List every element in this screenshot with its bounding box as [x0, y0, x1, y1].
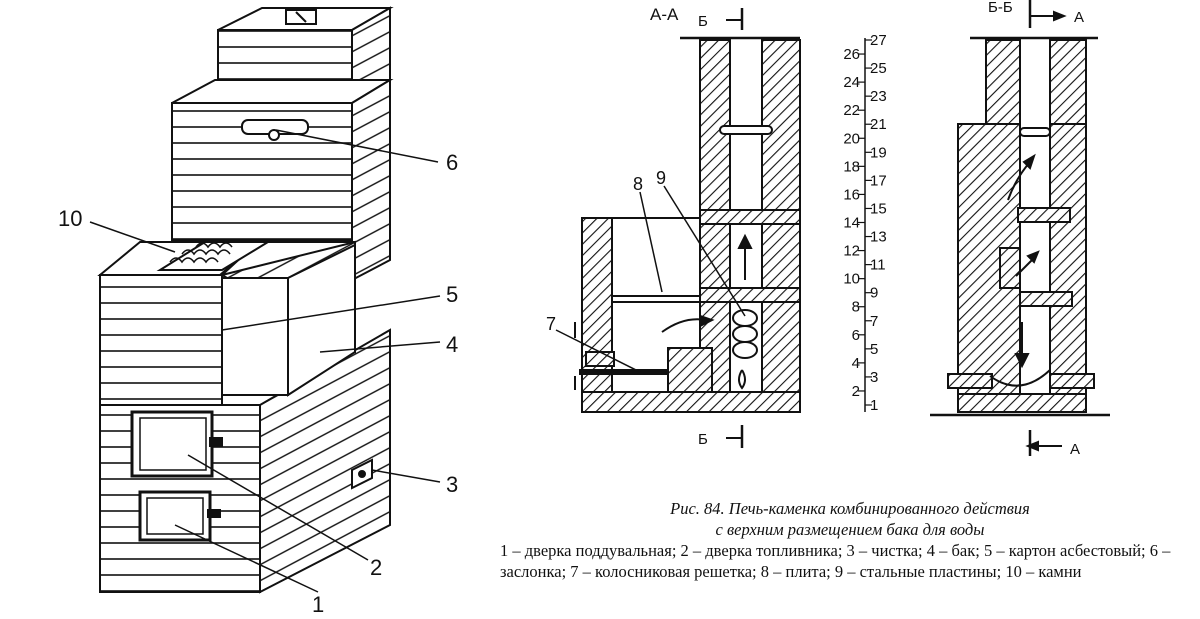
mark-a-top: А — [1074, 9, 1084, 26]
label-2: 2 — [370, 555, 382, 580]
caption-title-line1: Рис. 84. Печь-каменка комбинированного д… — [670, 499, 1030, 518]
scale-label-odd: 19 — [870, 144, 887, 161]
scale-label-odd: 9 — [870, 285, 878, 302]
scale-label-even: 6 — [852, 327, 860, 344]
scale-label-odd: 13 — [870, 229, 887, 246]
scale-label-even: 4 — [852, 355, 860, 372]
scale-label-even: 26 — [843, 46, 860, 63]
scale-label-odd: 1 — [870, 397, 878, 414]
label-4: 4 — [446, 332, 458, 357]
section-bb-labels: Б-Б А А — [988, 0, 1084, 458]
label-1: 1 — [312, 592, 324, 617]
mark-a-bottom: А — [1070, 441, 1080, 458]
scale-label-odd: 27 — [870, 32, 887, 49]
scale-label-even: 8 — [852, 299, 860, 316]
label-8: 8 — [633, 174, 643, 194]
mark-b-top: Б — [698, 13, 708, 30]
label-9: 9 — [656, 168, 666, 188]
scale-label-even: 18 — [843, 158, 860, 175]
scale-label-even: 2 — [852, 383, 860, 400]
caption-legend: 1 – дверка поддувальная; 2 – дверка топл… — [500, 541, 1171, 581]
mark-b-bottom: Б — [698, 431, 708, 448]
scale-label-odd: 11 — [870, 257, 886, 274]
scale-label-even: 14 — [843, 215, 860, 232]
labels-left: 1 2 3 4 5 6 10 — [58, 150, 458, 617]
scale-label-odd: 3 — [870, 369, 878, 386]
figure-caption: Рис. 84. Печь-каменка комбинированного д… — [500, 498, 1200, 582]
caption-title-line2: с верхним размещением бака для воды — [715, 520, 985, 539]
leader-lines-left — [89, 129, 441, 593]
label-10: 10 — [58, 206, 82, 231]
label-3: 3 — [446, 472, 458, 497]
section-aa-leaders — [555, 185, 746, 373]
scale-label-even: 24 — [843, 74, 860, 91]
section-aa-labels: А-А Б Б 7 8 9 — [546, 5, 708, 448]
scale-label-even: 16 — [843, 186, 860, 203]
scale-label-odd: 23 — [870, 88, 887, 105]
label-7: 7 — [546, 314, 556, 334]
scale-label-even: 12 — [843, 243, 860, 260]
scale-label-even: 22 — [843, 102, 860, 119]
section-aa-title: А-А — [650, 5, 679, 24]
scale-label-even: 10 — [843, 271, 860, 288]
scale-label-odd: 15 — [870, 200, 887, 217]
scale-label-odd: 7 — [870, 313, 878, 330]
section-bb-title: Б-Б — [988, 0, 1013, 16]
scale-label-odd: 21 — [870, 116, 887, 133]
scale-label-odd: 25 — [870, 60, 887, 77]
section-bb-view — [930, 0, 1110, 456]
label-6: 6 — [446, 150, 458, 175]
section-aa-view — [574, 8, 801, 448]
scale-label-odd: 17 — [870, 172, 887, 189]
label-5: 5 — [446, 282, 458, 307]
stove-isometric-view — [97, 6, 394, 594]
scale-label-even: 20 — [843, 130, 860, 147]
scale-label-odd: 5 — [870, 341, 878, 358]
